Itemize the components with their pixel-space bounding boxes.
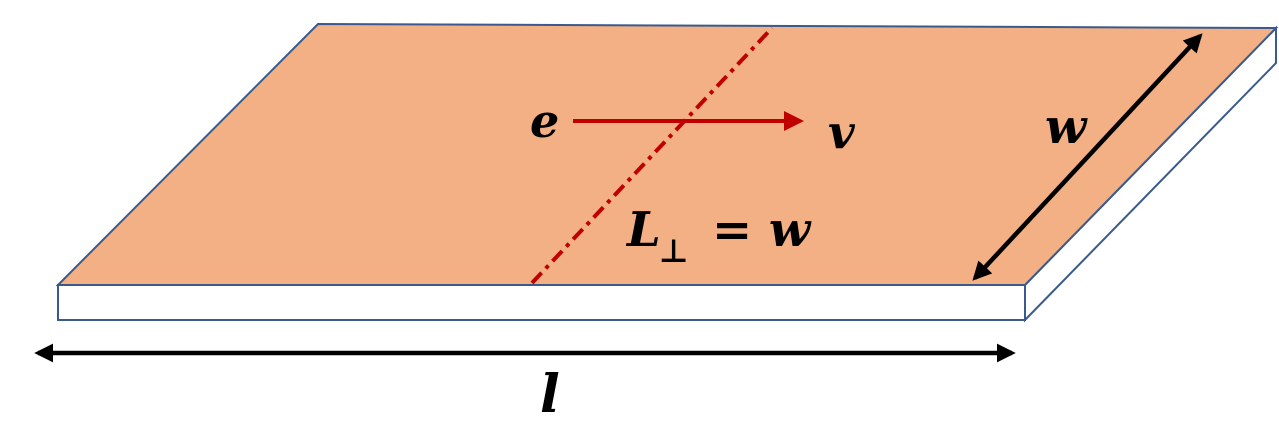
electron-label: e [530,94,559,148]
velocity-label: v [828,105,856,159]
length-label: l [540,364,560,425]
perpendicular-dashed-line [530,26,774,285]
perp-length-symbol: L [625,202,661,258]
perp-subscript: ⊥ [659,232,688,270]
perp-length-equation: L ⊥ = w [625,202,812,270]
slab-top-face [55,22,1279,286]
width-label: w [1045,99,1088,155]
width-dimension-arrow [972,33,1203,281]
perp-equation-rest: = w [712,202,812,258]
slab-front-face [57,284,1026,321]
